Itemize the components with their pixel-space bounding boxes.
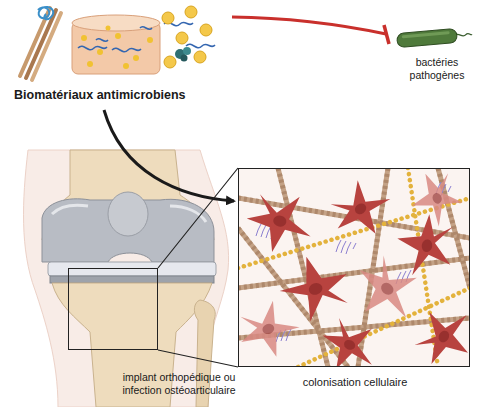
node-caption: colonisation cellulaire	[239, 376, 471, 389]
zoom-region: implant orthopédique ou infection ostéoa…	[68, 268, 158, 350]
knee-implant	[52, 205, 88, 214]
particles	[186, 44, 215, 47]
particles	[162, 6, 215, 68]
curved-arrow	[104, 110, 234, 201]
porous-scaffold	[147, 37, 153, 43]
biomaterial-fibre	[26, 10, 56, 78]
porous-scaffold	[140, 27, 152, 30]
bacterium	[397, 28, 458, 47]
collagen-fibres	[278, 168, 328, 367]
porous-scaffold	[123, 63, 129, 69]
cells	[312, 311, 385, 367]
cells	[238, 295, 306, 366]
inhibition-arrow	[232, 17, 389, 44]
cells	[238, 168, 470, 367]
cell-colonisation-scene	[238, 168, 470, 367]
porous-scaffold	[87, 61, 93, 67]
bacterium	[397, 27, 473, 47]
node-caption: implant orthopédique ou infection ostéoa…	[109, 371, 249, 396]
porous-scaffold	[133, 55, 139, 61]
zoom-line	[158, 168, 238, 367]
particles	[200, 24, 212, 36]
title-label: Biomatériaux antimicrobiens	[14, 88, 219, 103]
bacterium	[402, 31, 450, 38]
cells	[272, 246, 358, 328]
particles	[164, 56, 176, 68]
knee-implant	[108, 192, 148, 236]
knee-implant	[50, 276, 214, 283]
particles	[162, 12, 174, 24]
cell-colonisation-scene	[232, 165, 480, 382]
cells	[322, 171, 402, 250]
cells	[392, 210, 459, 282]
zoom-panel: colonisation cellulaire	[238, 168, 470, 367]
inhibition-arrow	[232, 17, 386, 34]
biomaterial-fibre	[32, 13, 61, 80]
porous-scaffold	[78, 46, 107, 49]
particles	[181, 55, 188, 62]
porous-scaffold	[115, 33, 121, 39]
porous-scaffold	[96, 39, 108, 42]
knee-implant	[24, 150, 229, 407]
biomaterial-fibre	[20, 7, 61, 80]
knee-implant	[48, 262, 216, 276]
porous-scaffold	[106, 26, 111, 31]
particles	[176, 32, 188, 44]
bacteria-label: bactéries pathogènes	[404, 56, 470, 81]
particles	[183, 47, 191, 55]
collagen-fibres	[278, 168, 328, 367]
knee-implant	[24, 150, 229, 407]
porous-scaffold	[81, 35, 87, 41]
particles	[185, 6, 197, 18]
porous-scaffold	[72, 15, 160, 74]
polymer-fringe	[336, 240, 356, 254]
cells	[407, 298, 470, 367]
inhibition-arrow	[384, 25, 389, 44]
biomaterial-fibre	[38, 7, 53, 19]
particles	[194, 51, 206, 63]
cells	[242, 188, 317, 258]
porous-scaffold	[112, 48, 141, 51]
porous-scaffold	[72, 15, 160, 31]
cells	[403, 168, 467, 233]
porous-scaffold	[97, 49, 103, 55]
